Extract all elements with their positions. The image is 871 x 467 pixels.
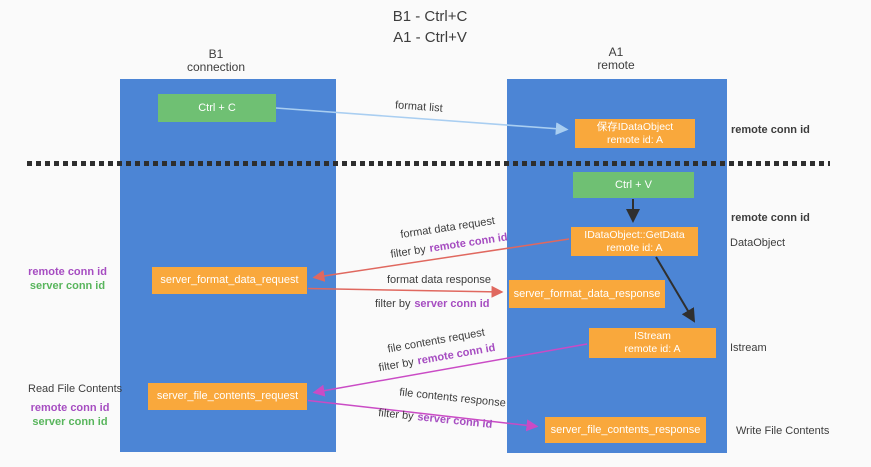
file-contents-response-arrow-label: file contents response (398, 386, 507, 410)
filter-by-text: filter by (389, 243, 427, 261)
lane-a1-role: remote (597, 58, 635, 72)
server-conn-id-text: server conn id (32, 416, 108, 428)
ctrl-v-node: Ctrl + V (573, 172, 694, 198)
istream-side-label: Istream (730, 342, 767, 354)
ctrl-c-label: Ctrl + C (198, 101, 236, 114)
format-request-label: server_format_data_request (160, 274, 299, 286)
write-file-contents-label: Write File Contents (736, 425, 830, 437)
istream-line1: IStream (634, 330, 671, 342)
istream-node: IStream remote id: A (589, 328, 716, 358)
left-conn-ids-file: remote conn id server conn id (30, 401, 110, 429)
idataobject-getdata-node: IDataObject::GetData remote id: A (571, 227, 698, 256)
filter-by-text: filter by (377, 356, 415, 375)
save-idataobject-line1: 保存IDataObject (596, 120, 674, 133)
save-idataobject-node: 保存IDataObject remote id: A (575, 119, 695, 148)
remote-conn-id-text: remote conn id (28, 266, 107, 278)
file-request-label: server_file_contents_request (156, 390, 299, 402)
lane-b1-name: B1 (208, 47, 224, 61)
server-conn-id-text: server conn id (29, 280, 106, 292)
right-remote-conn-id-label-top: remote conn id (731, 124, 810, 136)
lane-a1-name: A1 (608, 45, 624, 59)
server-conn-id-text: server conn id (416, 411, 493, 431)
phase-divider-dashed-line (27, 161, 830, 166)
ctrl-c-node: Ctrl + C (158, 94, 276, 122)
file-response-label: server_file_contents_response (550, 423, 701, 436)
format-response-label: server_format_data_response (513, 287, 661, 300)
istream-line2: remote id: A (624, 343, 681, 355)
server-conn-id-text: server conn id (414, 298, 490, 310)
right-remote-conn-id-label-mid: remote conn id (731, 212, 810, 224)
filter-by-text: filter by (375, 298, 411, 310)
ctrl-v-label: Ctrl + V (615, 178, 652, 191)
left-conn-ids-format: remote conn id server conn id (25, 265, 110, 293)
format-data-response-arrow (307, 285, 504, 298)
server-file-contents-request-node: server_file_contents_request (148, 383, 307, 410)
title-line-1: B1 - Ctrl+C (392, 8, 468, 25)
dataobject-label: DataObject (730, 237, 786, 249)
server-format-data-response-node: server_format_data_response (509, 280, 665, 308)
getdata-line2: remote id: A (606, 241, 663, 254)
read-file-contents-label: Read File Contents (28, 383, 123, 395)
filter-by-text: filter by (377, 407, 415, 423)
lane-b1-role: connection (186, 60, 246, 74)
save-idataobject-line2: remote id: A (606, 133, 664, 146)
server-file-contents-response-node: server_file_contents_response (545, 417, 706, 443)
format-list-arrow-label: format list (394, 99, 444, 115)
format-data-response-arrow-label: format data response (387, 274, 491, 286)
remote-conn-id-text: remote conn id (30, 402, 110, 414)
lane-header-a1: A1 remote (556, 46, 676, 72)
diagram-title: B1 - Ctrl+C A1 - Ctrl+V (330, 6, 530, 48)
lane-header-b1: B1 connection (156, 48, 276, 74)
server-format-data-request-node: server_format_data_request (152, 267, 307, 294)
title-line-2: A1 - Ctrl+V (393, 29, 467, 46)
getdata-line1: IDataObject::GetData (584, 228, 685, 241)
